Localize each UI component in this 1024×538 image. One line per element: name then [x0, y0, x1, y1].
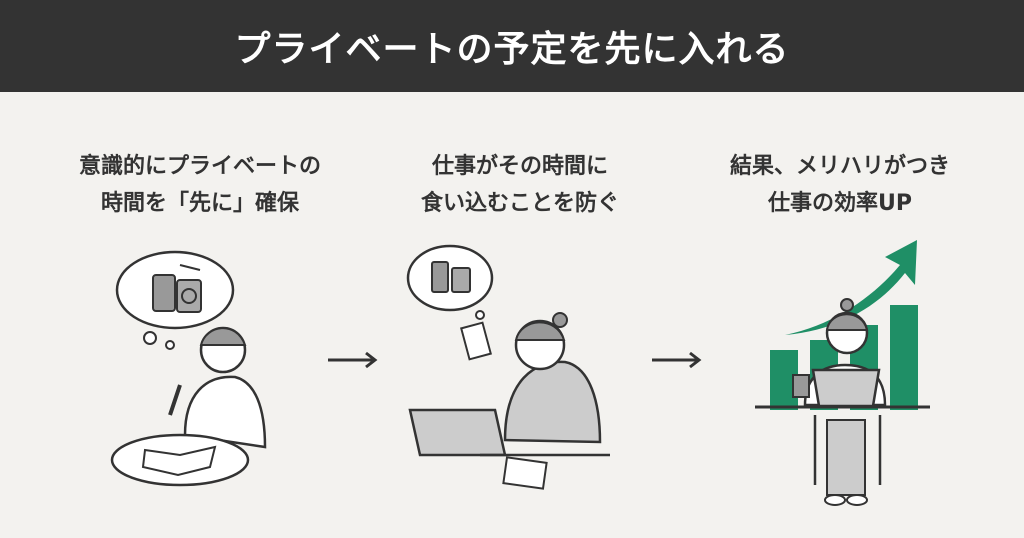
- step-1-caption: 意識的にプライベートの 時間を「先に」確保: [50, 148, 350, 222]
- busy-worker-illustration: [406, 244, 610, 490]
- step-3-line-2: 仕事の効率UP: [768, 191, 912, 216]
- header-banner: プライベートの予定を先に入れる: [0, 0, 1024, 92]
- step-3-line-1: 結果、メリハリがつき: [729, 154, 950, 179]
- productive-worker-illustration: [755, 240, 930, 506]
- step-1-line-1: 意識的にプライベートの: [78, 154, 321, 179]
- step-2-caption: 仕事がその時間に 食い込むことを防ぐ: [370, 148, 670, 222]
- growth-bar: [890, 305, 918, 410]
- step-3-caption: 結果、メリハリがつき 仕事の効率UP: [690, 148, 990, 222]
- step-1-line-2: 時間を「先に」確保: [100, 191, 299, 216]
- arrow-right-icon: [652, 351, 702, 369]
- page-title: プライベートの予定を先に入れる: [234, 29, 790, 70]
- step-2-line-1: 仕事がその時間に: [431, 154, 608, 179]
- step-2-line-2: 食い込むことを防ぐ: [420, 191, 619, 216]
- arrow-right-icon: [328, 351, 378, 369]
- person-planning-illustration: [110, 250, 267, 487]
